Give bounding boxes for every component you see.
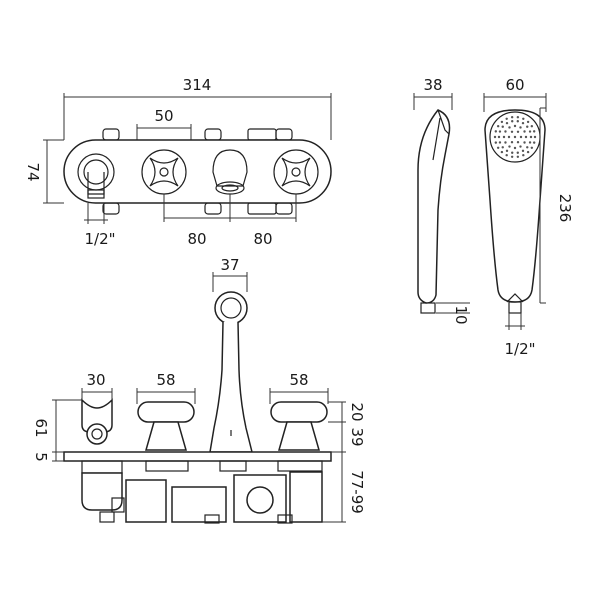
dim-handset-width: 60 [505,76,524,94]
dim-spacing: 50 [154,107,173,125]
spray-nozzle [513,135,517,139]
spray-nozzle [513,124,517,128]
dim-holder-height: 61 [32,418,50,437]
spray-nozzle [502,135,506,139]
spray-nozzle [528,141,532,144]
spray-nozzle [523,141,526,144]
dim-deck-thickness: 5 [32,452,50,462]
plan-view: 314 50 74 [24,76,332,248]
spray-nozzle [508,145,511,148]
spray-nozzle [510,141,514,144]
spray-nozzle [522,153,525,157]
spray-nozzle [505,153,508,157]
spray-nozzle [510,155,514,158]
spray-nozzle [526,146,529,149]
dim-handset-depth: 38 [423,76,442,94]
dim-handset-tip: 10 [452,305,470,324]
spray-nozzle [507,135,511,139]
spray-nozzle [496,124,500,128]
front-elevation: 37 30 58 58 [32,256,366,524]
spray-nozzle [510,130,514,133]
dim-handset-length: 236 [556,194,574,223]
spray-nozzle [530,146,534,150]
spray-nozzle [516,130,520,133]
spray-nozzle [505,117,508,121]
spray-nozzle [516,141,520,144]
spray-nozzle [522,117,525,121]
spray-nozzle [496,146,500,150]
holder-front [81,398,113,445]
dim-handle-height: 20 [348,402,366,421]
spray-nozzle [498,130,502,133]
spray-nozzle [529,135,533,139]
spray-nozzle [530,124,534,128]
cover-plate [63,139,332,204]
spray-nozzle [497,135,501,139]
spray-nozzle [526,125,529,128]
dim-holder-width: 30 [86,371,105,389]
spray-nozzle [498,141,502,144]
spout-front [209,291,253,453]
dim-handle-left: 58 [156,371,175,389]
spray-nozzle [501,146,504,149]
spray-nozzle [494,141,498,144]
dim-handle-right: 58 [289,371,308,389]
dim-spout-width: 37 [220,256,239,274]
dim-plan-height: 74 [24,162,42,181]
valve-body [81,460,323,524]
deck-plate [63,451,332,462]
spray-nozzle [526,120,530,124]
spray-nozzle [532,141,536,144]
spray-nozzle [521,149,525,153]
handset-body [484,109,546,303]
spray-nozzle [508,126,511,129]
spray-nozzle [526,150,530,154]
spray-nozzle [523,130,526,133]
spray-nozzle [493,135,497,139]
spray-nozzle [500,150,504,154]
lever-handle-right [270,401,328,451]
spray-nozzle [521,121,525,125]
spray-nozzle [505,149,509,153]
spray-nozzle [532,130,536,133]
spray-nozzle [533,135,537,139]
handset-side-view: 38 10 [413,76,470,325]
lever-handle-left [137,401,195,451]
spray-nozzle [494,130,498,133]
dim-body-depth: 77-99 [348,470,366,514]
spray-nozzle [516,116,520,119]
spray-nozzle [516,151,519,154]
dim-pitch-right: 80 [253,230,272,248]
dim-handle-base: 39 [348,427,366,446]
spray-nozzle [501,125,504,128]
spray-nozzle [513,146,517,150]
spray-nozzles [493,116,537,158]
spray-nozzle [516,155,520,158]
spray-nozzle [504,130,507,133]
handset-front-view: 60 236 1/2" [483,76,574,358]
spray-nozzle [519,145,522,148]
spray-nozzle [511,151,514,154]
dim-handset-inlet: 1/2" [504,340,535,358]
dim-plan-inlet: 1/2" [84,230,115,248]
dim-overall-width: 314 [183,76,212,94]
spray-nozzle [511,120,514,123]
spray-nozzle [524,135,528,139]
dim-pitch-left: 80 [187,230,206,248]
spray-nozzle [500,120,504,124]
spray-nozzle [504,141,507,144]
holder-plan [77,153,115,199]
spray-nozzle [528,130,532,133]
spray-nozzle [516,120,519,123]
spray-nozzle [505,121,509,125]
spray-nozzle [519,135,523,139]
spray-nozzle [510,116,514,119]
spray-nozzle [519,126,522,129]
